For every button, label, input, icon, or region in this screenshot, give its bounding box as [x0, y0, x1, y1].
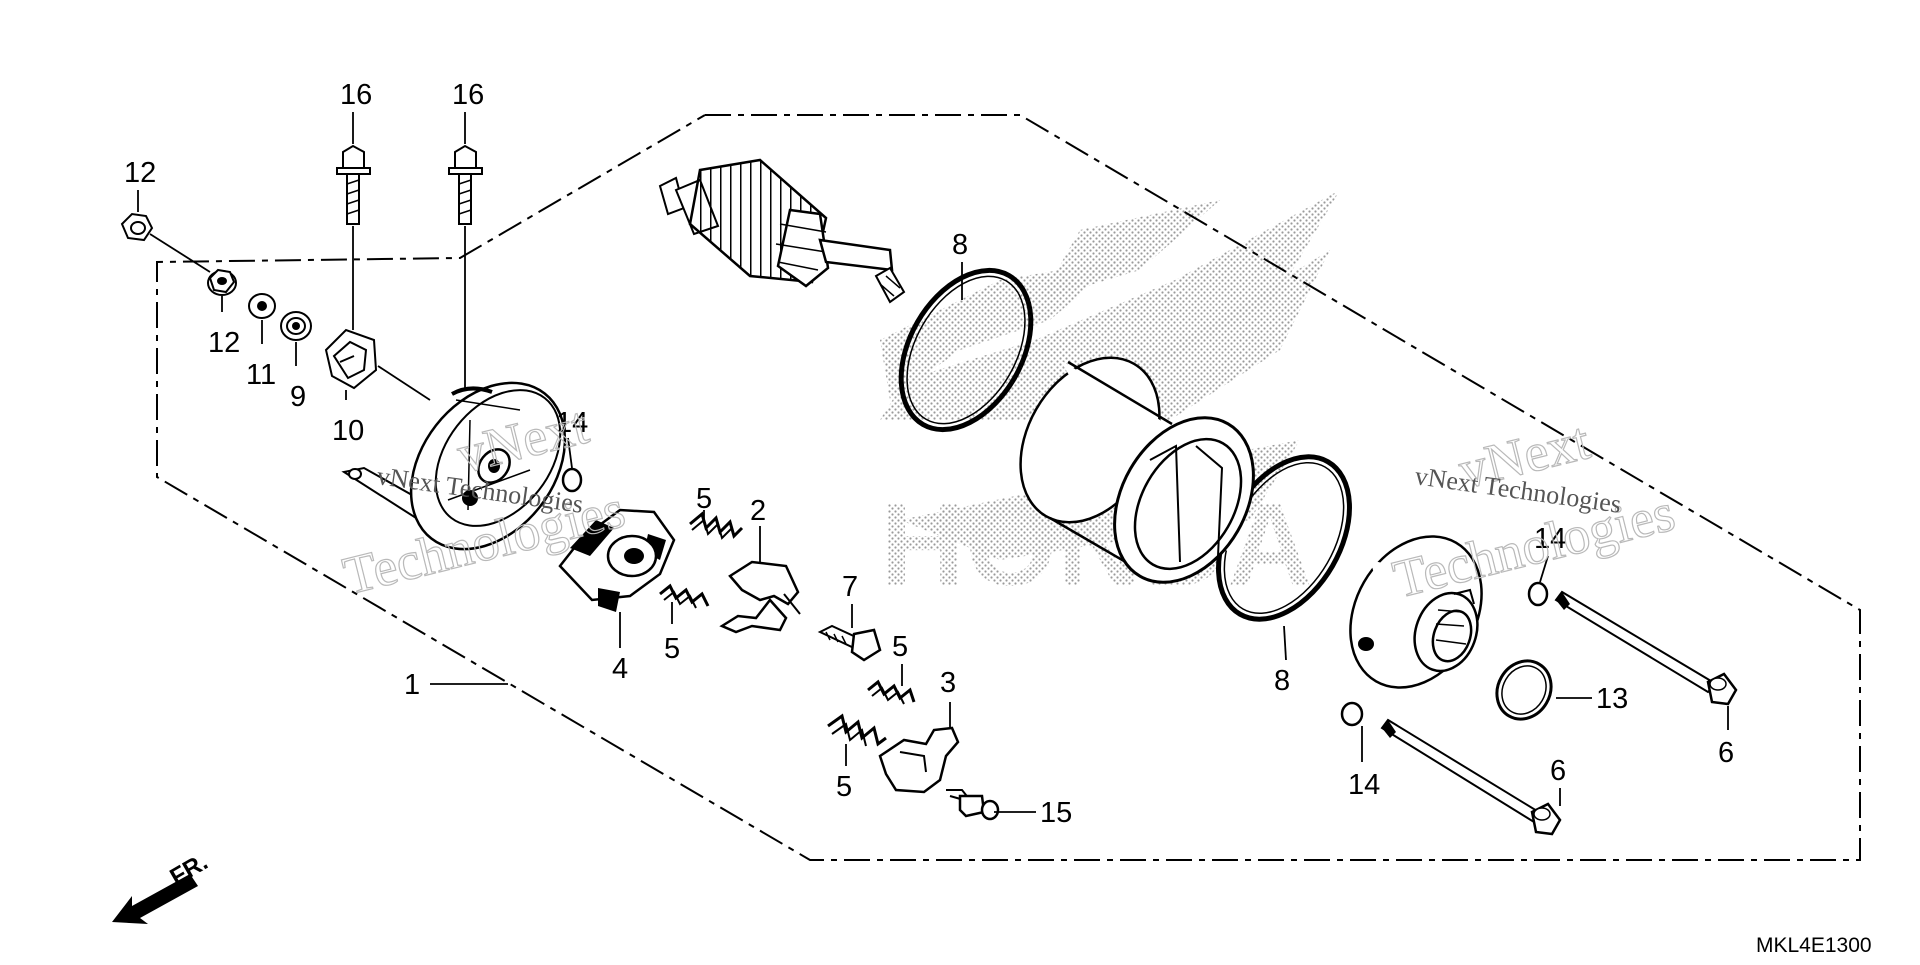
- callout-12-lower: 12: [208, 327, 240, 359]
- callout-16-right: 16: [452, 79, 484, 111]
- callout-1: 1: [404, 669, 420, 701]
- callout-12-top: 12: [124, 157, 156, 189]
- long-bolt-6-upper: [1554, 590, 1738, 706]
- o-ring-8-upper: [898, 267, 1034, 433]
- callout-2: 2: [750, 495, 766, 527]
- callout-8-upper: 8: [952, 229, 968, 261]
- callout-15: 15: [1040, 797, 1072, 829]
- spring-5a: [689, 511, 744, 540]
- screw-15: [946, 789, 1000, 821]
- front-arrow: FR.: [112, 848, 212, 924]
- brush-plate-3: [878, 726, 960, 794]
- assembly-outline: [156, 114, 1861, 861]
- washer-11: [248, 293, 276, 319]
- callout-4: 4: [612, 653, 628, 685]
- diagram-code: MKL4E1300: [1756, 934, 1872, 957]
- armature: [658, 158, 906, 304]
- terminal-bolt-7: [817, 624, 882, 662]
- callout-5-b: 5: [664, 633, 680, 665]
- callout-9: 9: [290, 381, 306, 413]
- spring-5b: [659, 583, 710, 609]
- rear-cover-1: [341, 381, 567, 551]
- spring-5d: [827, 713, 887, 747]
- callout-6-lower: 6: [1550, 755, 1566, 787]
- callout-5-d: 5: [836, 771, 852, 803]
- bolt-16-left: [336, 144, 371, 225]
- washer-14-right-lower: [1340, 701, 1364, 727]
- callout-8-lower: 8: [1274, 665, 1290, 697]
- callout-14-left: 14: [556, 407, 588, 439]
- callout-7: 7: [842, 571, 858, 603]
- long-bolt-6-lower: [1380, 718, 1562, 836]
- spring-5c: [867, 679, 916, 705]
- washer-14-right-upper: [1527, 581, 1549, 607]
- callout-3: 3: [940, 667, 956, 699]
- yoke: [1019, 356, 1255, 584]
- nut-12-lower: [207, 268, 237, 296]
- brush-holder-4: [558, 508, 676, 612]
- o-ring-13-inner: [1501, 665, 1547, 715]
- callouts: 16 16 12 12 11 9 10 14 5 2 4 5 7 5 3 5 1…: [124, 79, 1734, 829]
- leader-lines: [137, 112, 1729, 813]
- terminal-10: [324, 328, 378, 390]
- bolt-16-right: [448, 144, 483, 225]
- front-cover: [1349, 535, 1483, 689]
- callout-13: 13: [1596, 683, 1628, 715]
- callout-11: 11: [246, 359, 276, 391]
- callout-10: 10: [332, 415, 364, 447]
- callout-5-a: 5: [696, 483, 712, 515]
- insulator-9: [280, 311, 312, 341]
- nut-12-top: [120, 212, 154, 242]
- o-ring-8-upper-inner: [906, 275, 1026, 425]
- callout-6-upper: 6: [1718, 737, 1734, 769]
- callout-14-right-upper: 14: [1534, 523, 1566, 555]
- callout-5-c: 5: [892, 631, 908, 663]
- callout-16-left: 16: [340, 79, 372, 111]
- washer-14-left: [561, 467, 583, 493]
- o-ring-13: [1495, 659, 1553, 721]
- brush-plate-2: [719, 560, 801, 634]
- callout-14-right-lower: 14: [1348, 769, 1380, 801]
